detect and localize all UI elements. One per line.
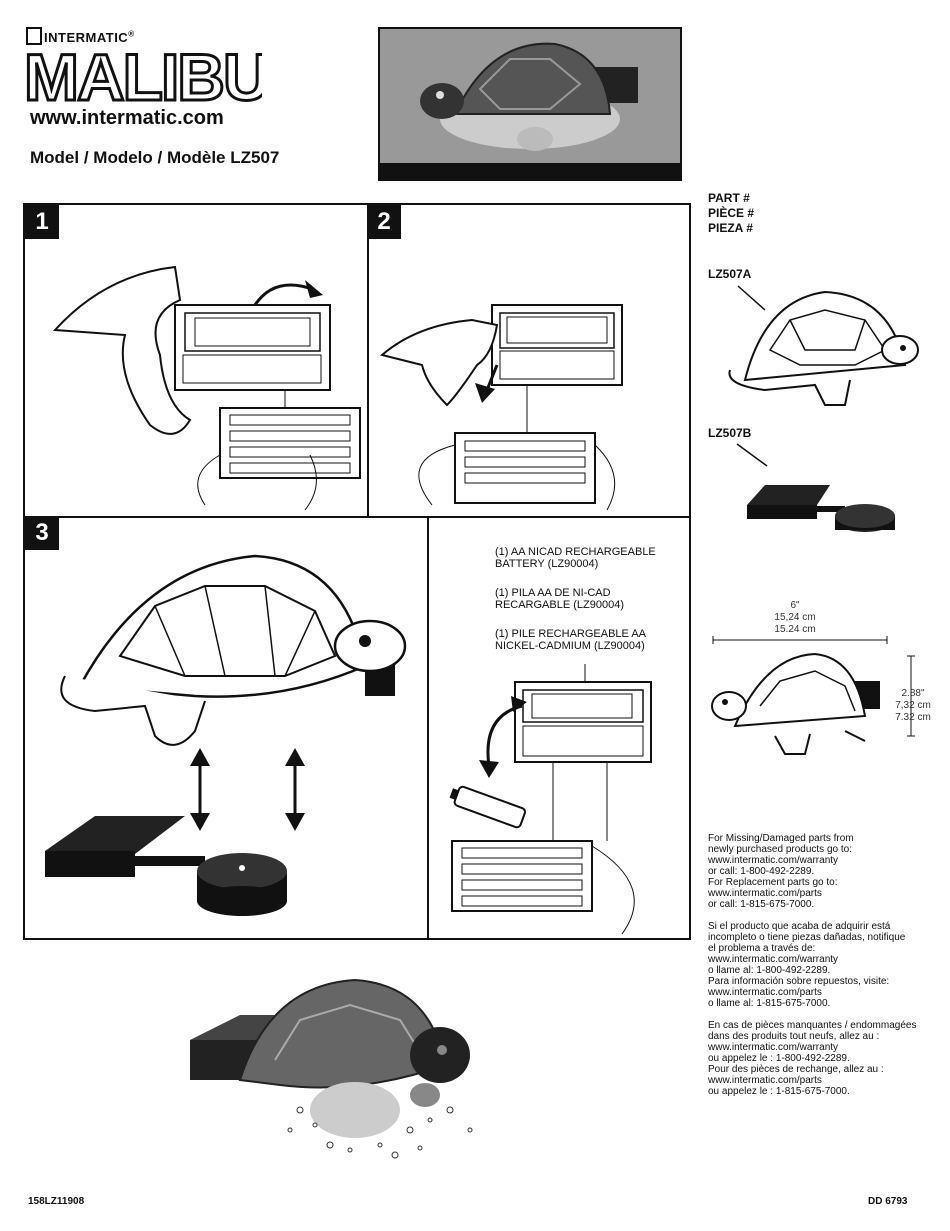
part-b-label: LZ507B bbox=[708, 426, 752, 440]
turtle-part-a-illustration bbox=[728, 285, 919, 406]
footer-dd-code: DD 6793 bbox=[868, 1196, 908, 1207]
contact-info: For Missing/Damaged parts from newly pur… bbox=[708, 833, 933, 1108]
turtle-hero-icon bbox=[420, 42, 638, 151]
footer-doc-code: 158LZ11908 bbox=[28, 1196, 85, 1207]
width-dimension: 6" 15,24 cm 15.24 cm bbox=[774, 600, 816, 635]
turtle-in-garden-illustration bbox=[190, 978, 473, 1159]
malibu-logo: MALIBU bbox=[23, 44, 263, 106]
malibu-logo-text: MALIBU bbox=[24, 44, 262, 106]
solar-panel-part-b-illustration bbox=[736, 443, 895, 532]
part-a-label: LZ507A bbox=[708, 267, 752, 281]
contact-spanish: Si el producto que acaba de adquirir est… bbox=[708, 921, 906, 1009]
model-title: Model / Modelo / Modèle LZ507 bbox=[30, 148, 280, 167]
intermatic-wordmark: INTERMATIC® bbox=[26, 27, 135, 45]
instruction-grid: 1 2 bbox=[23, 203, 691, 940]
step-3-illustration bbox=[45, 554, 407, 916]
intermatic-logo-icon bbox=[26, 27, 42, 45]
height-dimension: 2.88" 7,32 cm 7.32 cm bbox=[895, 688, 931, 723]
step-3-number: 3 bbox=[25, 516, 59, 550]
battery-panel: (1) AA NICAD RECHARGEABLE BATTERY (LZ900… bbox=[427, 516, 689, 938]
step-2-panel: 2 bbox=[367, 205, 689, 518]
step-1-illustration bbox=[52, 265, 361, 511]
turtle-dimension-illustration bbox=[711, 636, 915, 755]
contact-french: En cas de pièces manquantes / endommagée… bbox=[708, 1020, 917, 1097]
step-2-number: 2 bbox=[367, 205, 401, 239]
step-1-number: 1 bbox=[25, 205, 59, 239]
battery-description: (1) AA NICAD RECHARGEABLE BATTERY (LZ900… bbox=[495, 546, 656, 652]
step-2-illustration bbox=[379, 304, 623, 511]
hero-product-photo bbox=[378, 27, 682, 181]
hero-bottom-bar bbox=[380, 163, 680, 179]
part-number-header: PART # PIÈCE # PIEZA # bbox=[708, 191, 755, 235]
battery-illustration bbox=[449, 664, 652, 935]
step-1-panel: 1 bbox=[25, 205, 369, 518]
website-url[interactable]: www.intermatic.com bbox=[30, 107, 224, 129]
contact-english: For Missing/Damaged parts from newly pur… bbox=[708, 833, 854, 910]
step-3-panel: 3 bbox=[25, 516, 429, 938]
